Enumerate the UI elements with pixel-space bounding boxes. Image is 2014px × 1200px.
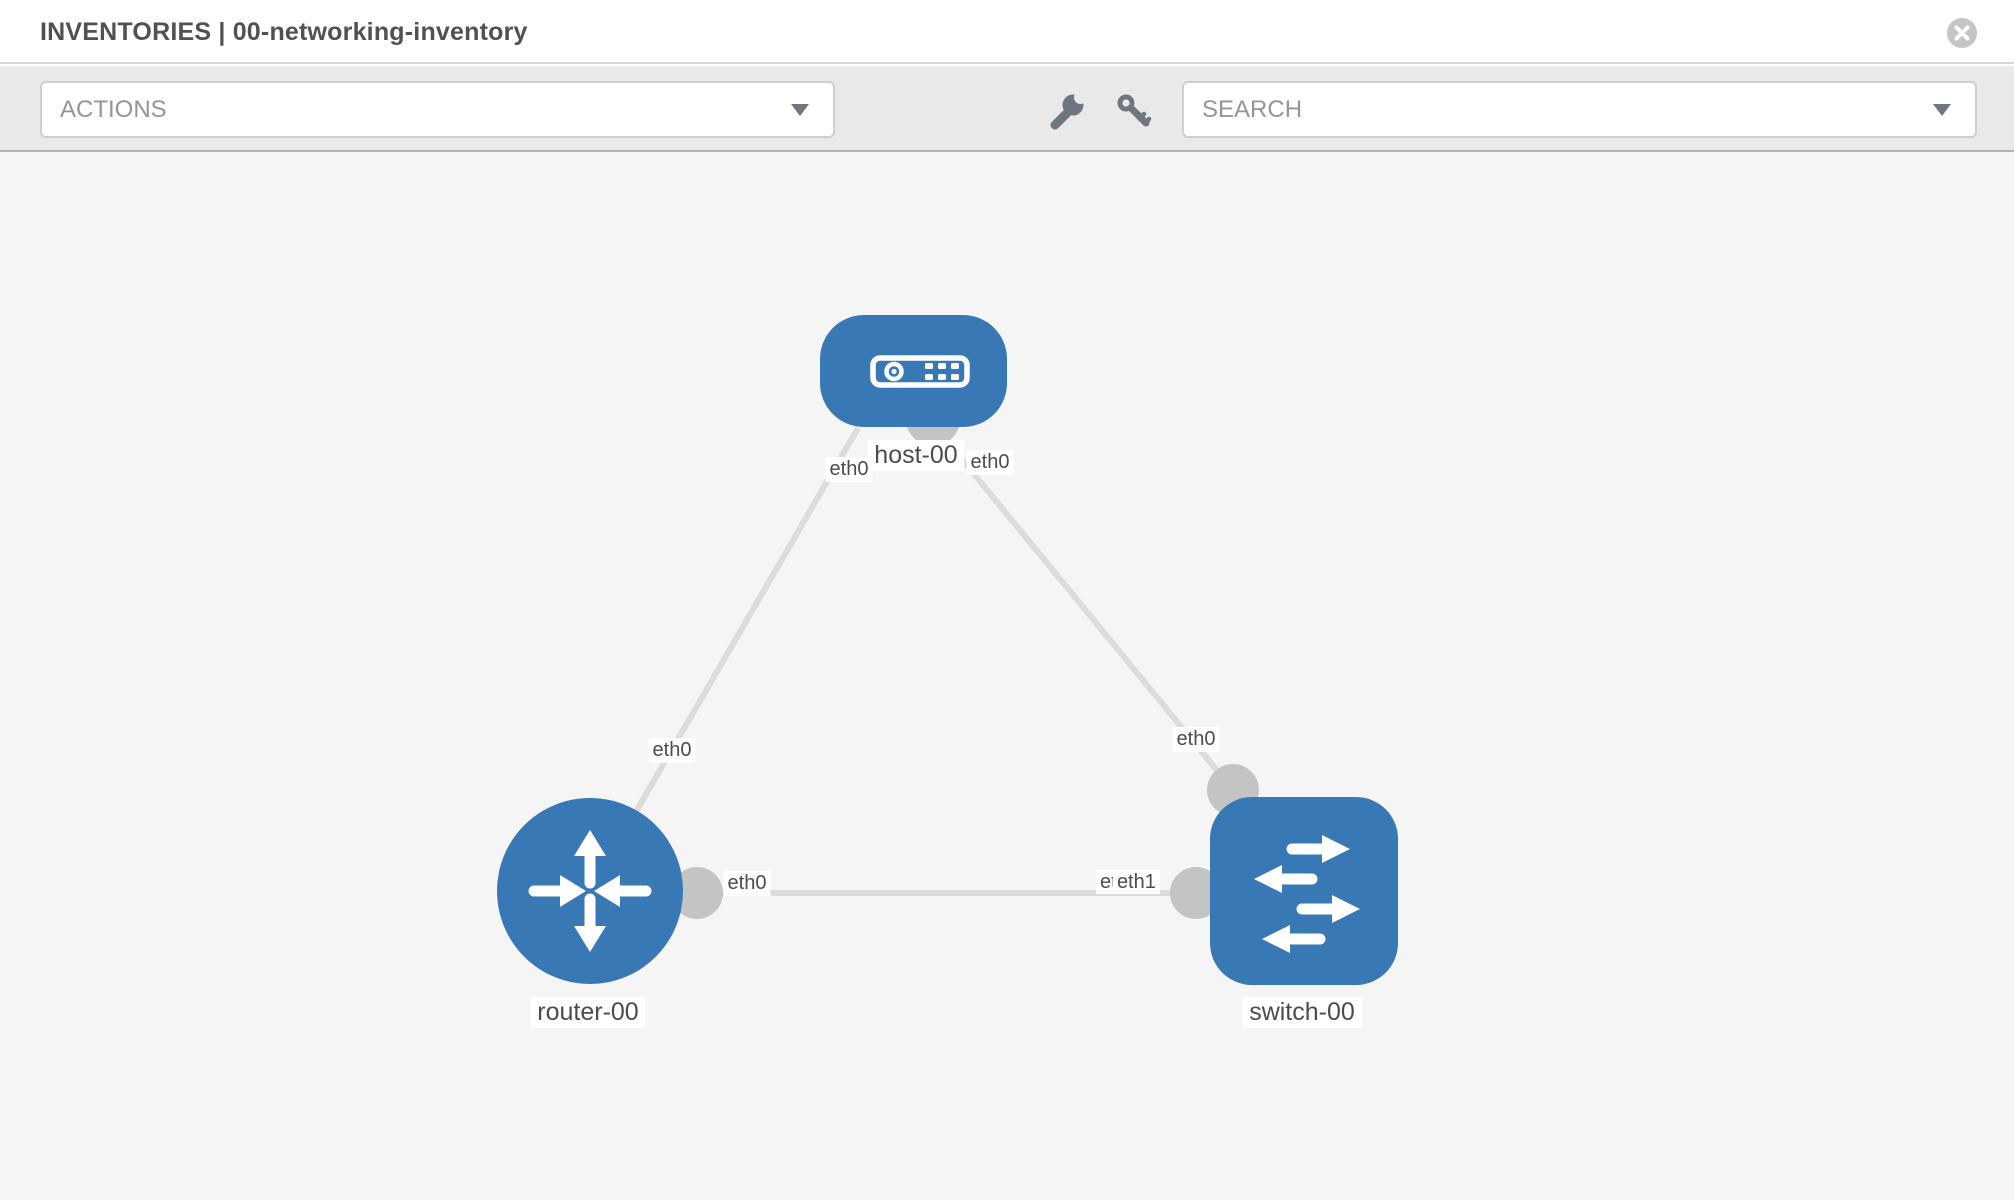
interface-connectors (671, 392, 1259, 919)
iface-label-switch-left-eth1: eth1 (1112, 870, 1160, 894)
interface-connector (1170, 867, 1222, 919)
close-button[interactable] (1946, 17, 1978, 49)
topology-svg (497, 315, 1398, 985)
key-icon (1117, 94, 1152, 127)
key-button[interactable] (1113, 90, 1153, 130)
switch-node-shape (1210, 797, 1398, 985)
wrench-icon (1050, 91, 1087, 130)
actions-dropdown-label: ACTIONS (60, 96, 167, 123)
page-title: INVENTORIES | 00-networking-inventory (40, 18, 528, 46)
close-icon (1947, 18, 1977, 48)
host-node-shape (820, 315, 1007, 427)
configure-button[interactable] (1046, 90, 1087, 130)
chevron-down-icon (791, 103, 809, 116)
node-label-switch: switch-00 (1242, 997, 1362, 1028)
toolbar: ACTIONS SEARCH (0, 66, 2014, 152)
node-label-host: host-00 (867, 440, 965, 471)
chevron-down-icon (1933, 103, 1951, 116)
edges (587, 422, 1236, 896)
router-icon (528, 830, 652, 952)
node-router-00[interactable] (497, 798, 683, 984)
router-node-shape (497, 798, 683, 984)
node-host-00[interactable] (820, 315, 1007, 427)
interface-connector (671, 867, 723, 919)
iface-label-switch-top: eth0 (1172, 727, 1220, 752)
iface-label-router-right: eth0 (723, 871, 771, 896)
iface-label-host-right: eth0 (966, 450, 1014, 475)
switch-icon (1254, 835, 1360, 953)
search-dropdown[interactable]: SEARCH (1182, 81, 1977, 138)
iface-label-router-top: eth0 (648, 738, 696, 763)
node-label-router: router-00 (530, 997, 646, 1028)
search-dropdown-label: SEARCH (1202, 96, 1303, 123)
actions-dropdown[interactable]: ACTIONS (40, 81, 835, 138)
iface-label-host-left: eth0 (825, 457, 873, 482)
topology-canvas[interactable]: host-00 router-00 switch-00 eth0 eth0 et… (0, 152, 2014, 1200)
header-bar: INVENTORIES | 00-networking-inventory (0, 0, 2014, 64)
node-switch-00[interactable] (1210, 797, 1398, 985)
host-icon (870, 355, 970, 388)
